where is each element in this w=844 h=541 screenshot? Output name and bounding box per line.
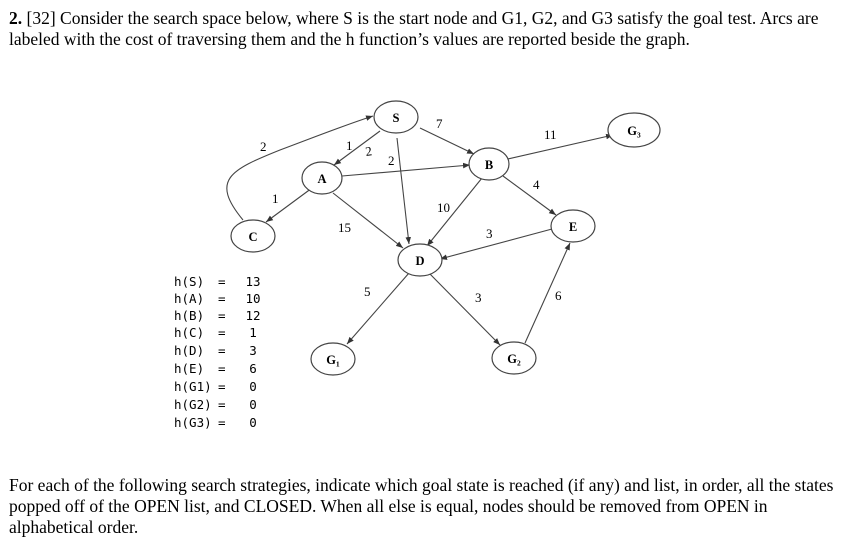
heuristic-value: 12 — [245, 308, 261, 323]
node-g1 — [310, 342, 356, 376]
heuristic-value: 0 — [249, 397, 257, 412]
node-label-s: S — [393, 111, 400, 125]
question-header: 2. [32] Consider the search space below,… — [9, 8, 835, 50]
heuristic-name: h(E) — [174, 361, 205, 376]
edge-a-c — [265, 187, 313, 223]
heuristic-name: h(G1) — [174, 379, 212, 394]
instructions-text: For each of the following search strateg… — [9, 475, 834, 537]
node-label-c: C — [248, 230, 257, 244]
heuristic-equals: = — [218, 379, 226, 394]
heuristic-value: 0 — [249, 415, 257, 430]
edge-g2-e — [524, 242, 571, 344]
edge-label-c-s: 2 — [260, 139, 267, 154]
node-a — [301, 161, 343, 195]
edge-label-g2-e: 6 — [555, 288, 562, 303]
node-g2 — [491, 341, 537, 375]
edge-label-s-b: 7 — [436, 116, 443, 131]
heuristic-equals: = — [218, 361, 226, 376]
edge-label-d-g1: 5 — [364, 284, 371, 299]
node-label-e: E — [569, 220, 577, 234]
edge-a-d — [332, 192, 404, 249]
node-g3 — [607, 112, 661, 148]
heuristic-equals: = — [218, 308, 226, 323]
node-s — [373, 100, 419, 134]
heuristic-equals: = — [218, 397, 226, 412]
heuristic-name: h(G2) — [174, 397, 212, 412]
edge-e-d — [439, 228, 553, 260]
edge-b-d — [426, 177, 483, 247]
heuristic-value: 13 — [245, 274, 261, 289]
edge-label-a-c: 1 — [272, 191, 279, 206]
node-c — [230, 219, 276, 253]
edge-label-a-b: 2 — [364, 143, 373, 159]
node-label-d: D — [415, 254, 424, 268]
edge-label-s-d: 2 — [388, 153, 395, 168]
edge-label-b-d: 10 — [437, 200, 450, 215]
node-b — [468, 147, 510, 181]
edge-label-d-g2: 3 — [475, 290, 482, 305]
heuristic-name: h(D) — [174, 343, 205, 358]
edge-label-a-d: 15 — [338, 220, 351, 235]
heuristic-name: h(C) — [174, 325, 205, 340]
edge-label-e-d: 3 — [486, 226, 493, 241]
heuristic-value: 6 — [249, 361, 257, 376]
node-label-b: B — [485, 158, 493, 172]
heuristic-name: h(G3) — [174, 415, 212, 430]
edge-s-a — [333, 130, 381, 166]
edge-b-g3 — [507, 133, 614, 160]
heuristic-equals: = — [218, 291, 226, 306]
edge-a-b — [341, 162, 471, 177]
edge-b-e — [502, 175, 557, 216]
edge-label-b-e: 4 — [533, 177, 540, 192]
question-number: 2. — [9, 8, 23, 28]
node-d — [397, 243, 443, 277]
heuristic-name: h(B) — [174, 308, 205, 323]
node-label-a: A — [317, 172, 326, 186]
heuristic-equals: = — [218, 343, 226, 358]
edge-c-s — [226, 115, 374, 221]
edge-label-s-a: 1 — [346, 138, 353, 153]
node-label-g3: G₃ — [627, 124, 641, 138]
node-e — [550, 209, 596, 243]
heuristic-value: 10 — [245, 291, 261, 306]
heuristic-equals: = — [218, 415, 226, 430]
heuristic-value: 0 — [249, 379, 257, 394]
heuristic-equals: = — [218, 325, 226, 340]
edge-d-g1 — [346, 272, 410, 345]
heuristic-equals: = — [218, 274, 226, 289]
heuristic-name: h(S) — [174, 274, 205, 289]
edge-s-d — [396, 137, 411, 245]
question-text: Consider the search space below, where S… — [9, 8, 819, 49]
question-points: [32] — [26, 8, 56, 28]
heuristic-value: 3 — [249, 343, 257, 358]
edge-d-g2 — [427, 271, 501, 346]
edge-s-b — [419, 127, 475, 155]
heuristic-name: h(A) — [174, 291, 205, 306]
edge-label-b-g3: 11 — [544, 127, 557, 142]
heuristic-value: 1 — [249, 325, 257, 340]
node-label-g2: G₂ — [507, 352, 521, 366]
node-label-g1: G₁ — [326, 353, 340, 367]
